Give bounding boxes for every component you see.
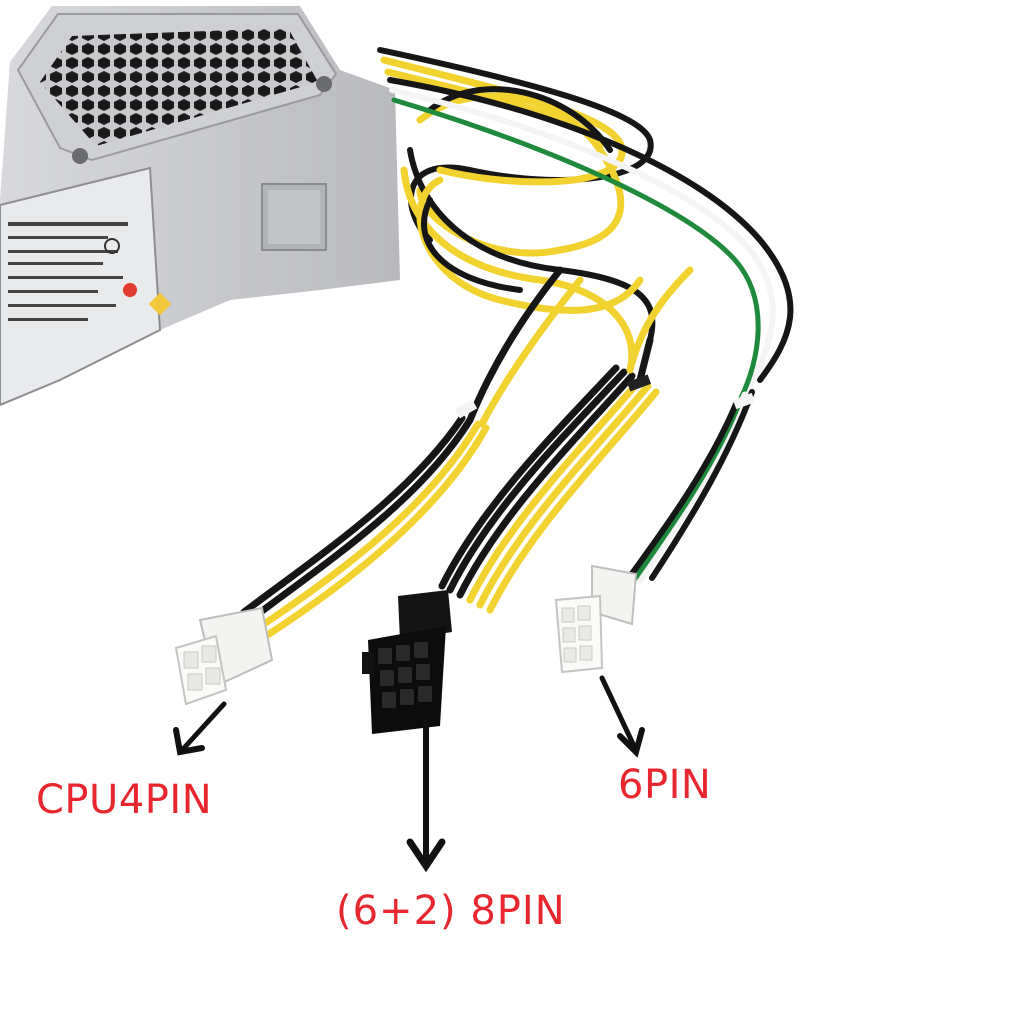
psu-label-sticker (8, 222, 172, 321)
6pin-label: 6PIN (618, 762, 712, 808)
power-supply-unit (0, 6, 400, 407)
cable-bundle (240, 47, 794, 640)
cpu-4pin-connector (174, 606, 274, 706)
8pin-connector (362, 590, 452, 734)
6pin-connector (554, 564, 638, 674)
8pin-label: (6+2) 8PIN (336, 888, 566, 934)
cpu-4pin-label: CPU4PIN (36, 777, 213, 823)
arrow-8pin-icon (406, 719, 446, 873)
arrow-cpu4pin-icon (173, 701, 227, 756)
arrow-6pin-icon (599, 675, 645, 758)
